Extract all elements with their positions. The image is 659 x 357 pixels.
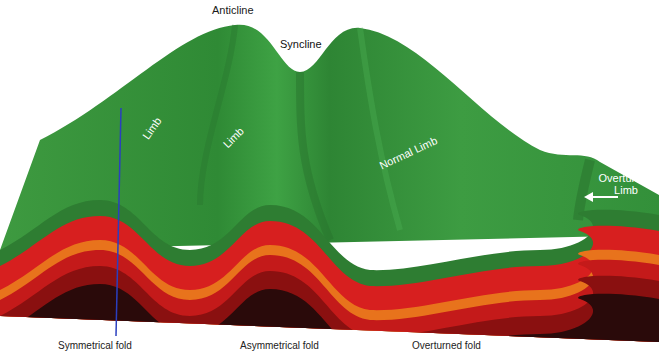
fold-label: Syncline [280, 38, 322, 50]
fold-type-label: Asymmetrical fold [240, 340, 319, 351]
fold-type-label: Overturned fold [412, 340, 481, 351]
fold-type-label: Symmetrical fold [58, 340, 132, 351]
fold-label: Anticline [212, 4, 254, 16]
limb-label: Overturned Limb [597, 172, 655, 196]
